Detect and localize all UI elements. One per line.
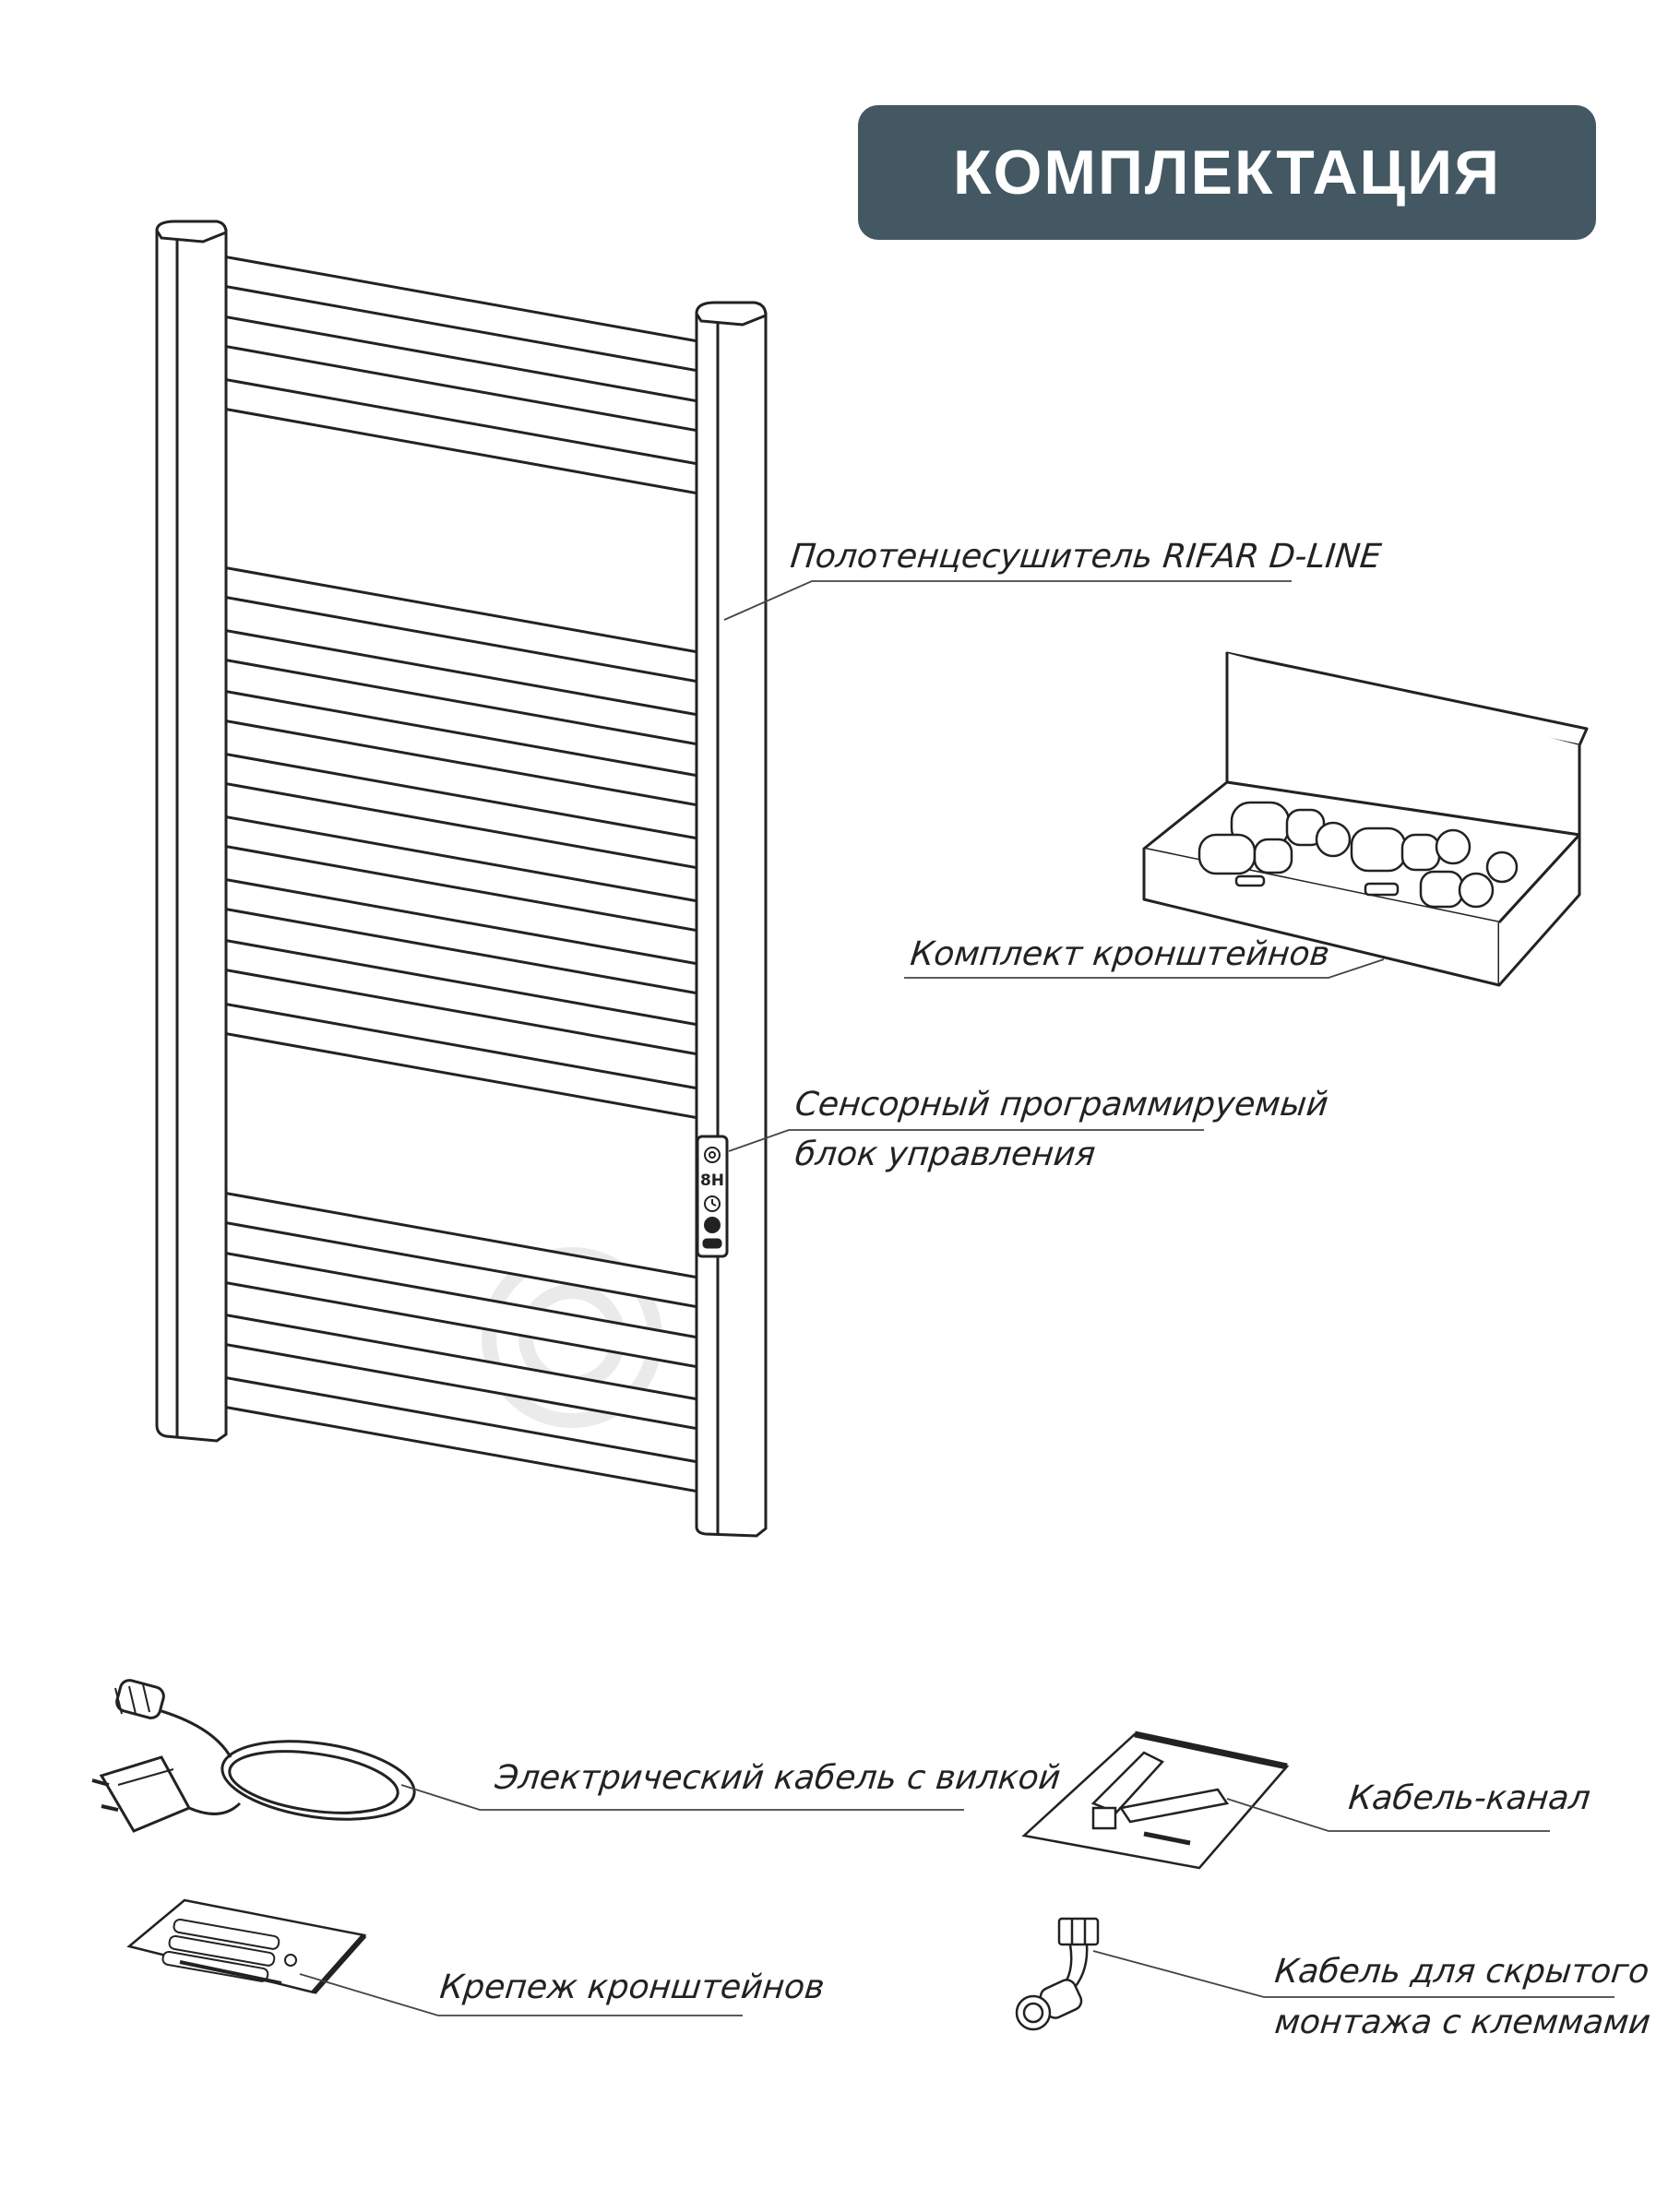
fasteners-illustration [126,1898,367,1994]
label-cable-channel: Кабель-канал [1346,1779,1592,1817]
label-hidden-cable-line2: монтажа с клеммами [1272,2004,1652,2041]
electric-cable-illustration [91,1679,416,1833]
label-control-unit-line2: блок управления [792,1136,1098,1173]
section-title: КОМПЛЕКТАЦИЯ [953,137,1501,208]
label-electric-cable: Электрический кабель с вилкой [493,1759,1063,1797]
towel-dryer-bars [191,252,700,1493]
label-bracket-kit: Комплект кронштейнов [908,935,1332,973]
label-hidden-cable-line1: Кабель для скрытого [1272,1953,1651,1991]
label-control-unit-line1: Сенсорный программируемый [792,1086,1330,1124]
left-post [155,220,228,1443]
hidden-cable-illustration [1015,1917,1100,2031]
bracket-kit-illustration [1142,651,1589,987]
right-post [695,301,768,1538]
towel-dryer-illustration: 8H [155,220,768,1538]
label-towel-dryer: Полотенцесушитель RIFAR D-LINE [788,538,1384,576]
control-panel: 8H [696,1135,729,1258]
label-fasteners: Крепеж кронштейнов [437,1968,827,2006]
section-header: КОМПЛЕКТАЦИЯ [858,105,1596,240]
control-display-text: 8H [700,1171,724,1190]
cable-channel-illustration [1021,1730,1290,1870]
leader-lines [299,580,1614,2016]
